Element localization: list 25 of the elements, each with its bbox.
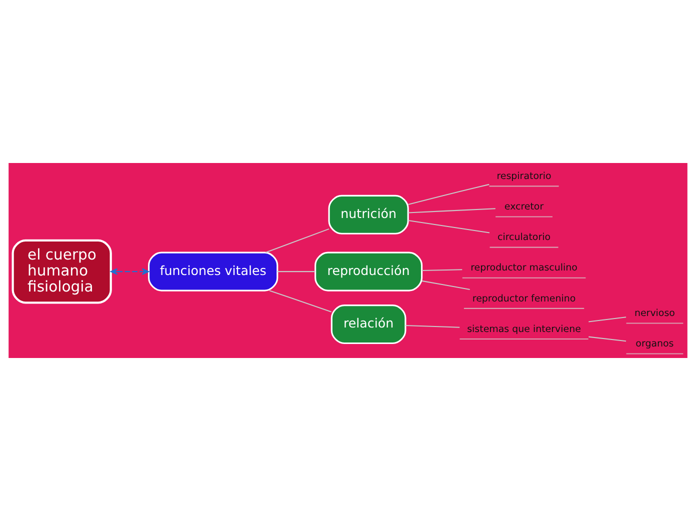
arrow	[110, 268, 150, 274]
connector	[265, 228, 330, 252]
node-box: nutrición	[328, 194, 409, 234]
connector	[408, 219, 490, 233]
node-box: funciones vitales	[148, 251, 278, 291]
connector	[408, 183, 490, 205]
node-text: sistemas que interviene	[467, 323, 581, 334]
connector	[408, 208, 496, 213]
node-text: reproductor femenino	[472, 292, 576, 304]
node-text: circulatorio	[498, 232, 551, 243]
connector	[588, 316, 626, 322]
node-box: relación	[330, 304, 406, 344]
node-box: reproducción	[314, 251, 423, 291]
node-box: el cuerpo humano fisiologia	[12, 238, 112, 304]
node-text: excretor	[504, 201, 544, 212]
connector	[406, 324, 460, 328]
node-text: reproductor masculino	[470, 262, 578, 274]
connector	[422, 280, 470, 290]
connector	[269, 290, 332, 312]
connector	[277, 270, 316, 272]
node-text: respiratorio	[496, 170, 552, 182]
connector	[588, 336, 626, 342]
connector	[422, 268, 462, 271]
node-text: nervioso	[634, 308, 675, 319]
node-text: organos	[636, 338, 674, 350]
